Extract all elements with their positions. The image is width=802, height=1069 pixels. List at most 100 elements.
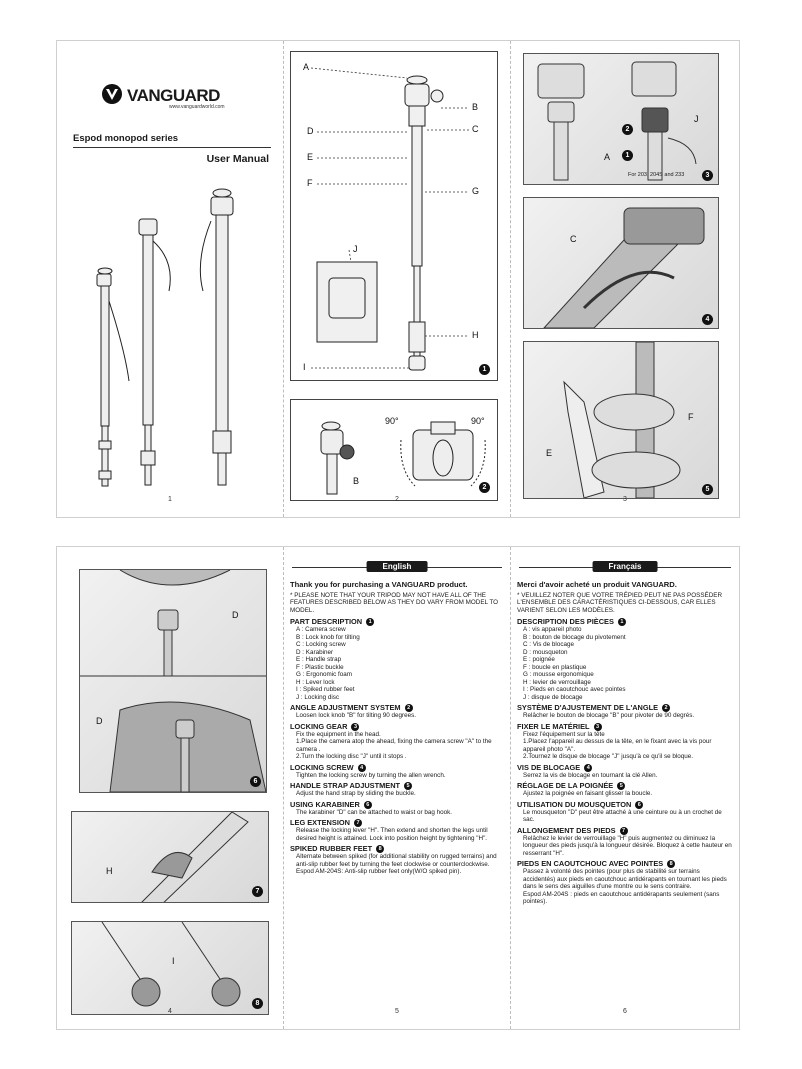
section-line: G : Ergonomic foam [296,671,352,679]
thanks-line: Thank you for purchasing a VANGUARD prod… [290,580,468,589]
section-line: J : Locking disc [296,693,340,701]
page-2-parts: A B C D E F G J H I 1 [284,41,510,517]
step-1-badge: 1 [622,150,633,161]
section-line: E : poignée [523,656,555,664]
section-number-badge: 3 [351,722,360,731]
page-1-cover: VANGUARD www.vanguardworld.com Espod mon… [57,41,283,517]
label-h: H [472,330,479,340]
label-g: G [472,186,480,196]
section-line: Alternate between spiked (for additional… [296,853,497,868]
section-title-text: PART DESCRIPTION [290,617,363,626]
section-title-text: PIEDS EN CAOUTCHOUC AVEC POINTES [517,859,664,869]
fold-line [283,547,284,1029]
figure-badge-6: 6 [250,776,261,787]
section-line: Serrez la vis de blocage en tournant la … [523,771,658,779]
monopod-lineup-illustration [96,188,234,487]
section-line: The karabiner "D" can be attached to wai… [296,808,453,816]
figure-7-photo: H 7 [71,811,269,903]
section-line: C : Vis de blocage [523,641,574,649]
vanguard-logo-icon [102,84,122,104]
top-sheet: VANGUARD www.vanguardworld.com Espod mon… [56,40,740,518]
section-line: G : mousse ergonomique [523,671,594,679]
section-line: Espod AM-204S : pieds en caoutchouc anti… [523,890,720,906]
series-title: Espod monopod series [73,133,179,144]
rubber-feet-illustration [101,922,241,1007]
label-j: J [694,114,699,124]
english-text: Thank you for purchasing a VANGUARD prod… [290,581,504,876]
section-title-text: DESCRIPTION DES PIÈCES [517,617,614,626]
manual-title: User Manual [206,153,269,165]
figure-badge-3: 3 [702,170,713,181]
section-number-badge: 7 [353,819,362,828]
figure-badge-1: 1 [479,364,490,375]
section-title-text: VIS DE BLOCAGE [517,762,581,772]
figure-badge-4: 4 [702,314,713,325]
section-line: Adjust the hand strap by sliding the buc… [296,790,416,798]
section-line: Ajustez la poignée en faisant glisser la… [523,790,653,798]
section-number-badge: 1 [617,618,626,627]
language-header: Français [519,561,731,573]
section-number-badge: 6 [363,800,372,809]
section-number-badge: 8 [376,845,385,854]
section-number-badge: 4 [357,763,366,772]
karabiner-illustration [80,570,266,792]
figure-badge-8: 8 [252,998,263,1009]
section-title-text: UTILISATION DU MOUSQUETON [517,799,632,809]
angle-adjustment-diagram [320,421,486,495]
step-2-badge: 2 [622,124,633,135]
section-line: H : levier de verrouillage [523,678,591,686]
figure-1-box: A B C D E F G J H I 1 [290,51,498,381]
section-title-text: LOCKING GEAR [290,721,348,731]
notice-text: * VEUILLEZ NOTER QUE VOTRE TRÉPIED PEUT … [517,591,723,614]
page-number: 1 [168,496,172,503]
page-number: 2 [395,496,399,503]
section-number-badge: 6 [635,800,644,809]
language-label: English [366,561,428,572]
page-4-figures: D D 6 H 7 I [57,547,283,1029]
section-line: Fixez l'équipement sur la tête [523,730,605,738]
label-d-top: D [232,610,239,620]
section-title-text: RÉGLAGE DE LA POIGNÉE [517,781,614,791]
label-f: F [307,178,313,188]
section-title-text: LOCKING SCREW [290,762,354,772]
section-line: F : boucle en plastique [523,663,587,671]
section-number-badge: 2 [662,704,671,713]
label-c: C [472,124,479,134]
page-6-french: Français Merci d'avoir acheté un produit… [511,547,739,1029]
section-line: B : Lock knob for tilting [296,633,360,641]
figure-5-photo: F E 5 [523,341,719,499]
model-caption: For 203, 204S and 233 [628,172,685,178]
section-line: 2.Turn the locking disc "J" until it sto… [296,753,407,761]
section-title-text: LEG EXTENSION [290,818,350,828]
section-line: Le mousqueton "D" peut être attaché à un… [523,808,722,824]
section-line: A : Camera screw [296,626,346,634]
section-number-badge: 5 [617,782,626,791]
section-title-text: USING KARABINER [290,799,360,809]
figure-4-photo: C 4 [523,197,719,329]
section-title-text: HANDLE STRAP ADJUSTMENT [290,781,401,791]
label-j: J [353,244,358,254]
camera-mount-illustration [537,61,697,181]
bottom-sheet: D D 6 H 7 I [56,546,740,1030]
section-line: B : bouton de blocage du pivotement [523,633,626,641]
section-line: 2.Tournez le disque de blocage "J" jusqu… [523,753,694,761]
monopod-parts-diagram [310,67,469,371]
section-line: Relâcher le bouton de blocage "B" pour p… [523,712,695,720]
section-line: A : vis appareil photo [523,626,582,634]
label-d-bottom: D [96,716,103,726]
figure-badge-7: 7 [252,886,263,897]
label-c: C [570,234,577,244]
label-h: H [106,866,113,876]
